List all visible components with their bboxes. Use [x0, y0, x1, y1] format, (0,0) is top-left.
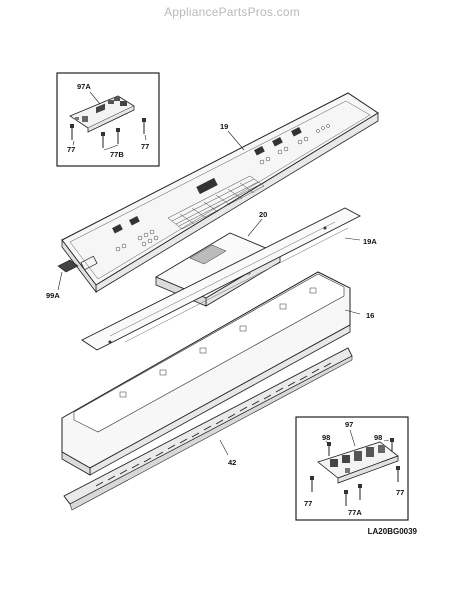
vent-trim-42[interactable]: 42 [63, 347, 353, 511]
screw-77-left[interactable] [70, 124, 74, 140]
screw-77-right-bottom[interactable] [396, 466, 400, 482]
relay-board-97[interactable] [317, 441, 399, 484]
callout-77-top-right: 77 [141, 142, 149, 151]
callout-97: 97 [345, 420, 353, 429]
control-panel-19[interactable]: 19 [61, 92, 379, 294]
callout-98-left: 98 [322, 433, 330, 442]
callout-77-top-left: 77 [67, 145, 75, 154]
panel-frame-16[interactable]: 16 [61, 271, 374, 476]
screw-77-right[interactable] [142, 118, 146, 134]
panel-buttons [115, 124, 330, 252]
screw-77b[interactable] [101, 128, 120, 148]
screw-98-right[interactable] [390, 438, 394, 452]
panel-backing-19a[interactable]: 19A [81, 207, 377, 351]
watermark: AppliancePartsPros.com [164, 5, 300, 19]
callout-20: 20 [259, 210, 267, 219]
callout-42: 42 [228, 458, 236, 467]
callout-77b: 77B [110, 150, 124, 159]
inset-top-box: 97A 77 77B 77 [56, 72, 160, 167]
display-windows [80, 127, 302, 271]
screw-98-left[interactable] [327, 442, 331, 456]
control-board-97a[interactable] [69, 95, 135, 133]
callout-77a: 77A [348, 508, 362, 517]
screw-77a[interactable] [344, 484, 362, 506]
callout-16: 16 [366, 311, 374, 320]
clip-99a[interactable]: 99A [46, 259, 79, 300]
keypad [167, 175, 265, 230]
callout-19a: 19A [363, 237, 377, 246]
diagram-code: LA20BG0039 [367, 527, 417, 536]
inset-bottom-box: 97 98 98 77 77 77A [295, 416, 409, 521]
callout-19: 19 [220, 122, 228, 131]
screw-77-left-bottom[interactable] [310, 476, 314, 492]
callout-99a: 99A [46, 291, 60, 300]
callout-98-right: 98 [374, 433, 382, 442]
callout-77-right-bottom: 77 [396, 488, 404, 497]
callout-77-left-bottom: 77 [304, 499, 312, 508]
callout-97a: 97A [77, 82, 91, 91]
